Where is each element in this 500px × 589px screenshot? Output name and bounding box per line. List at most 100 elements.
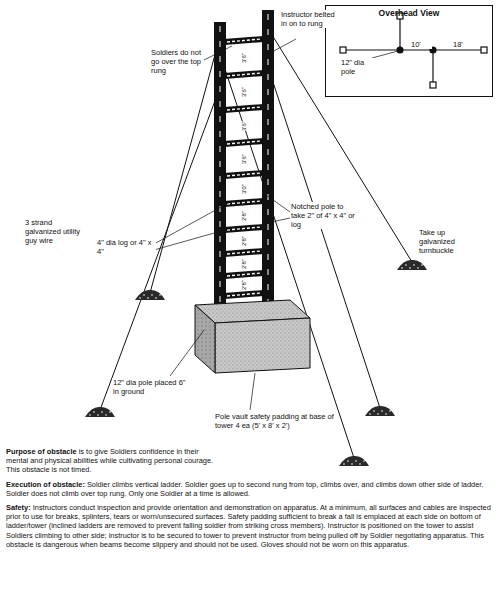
dirt-speck [159,294,161,296]
callout-label: Take up galvanized turnbuckle [418,228,482,255]
dirt-speck [421,264,423,266]
rung-grain [227,273,261,276]
plan-line [399,16,400,50]
safety-padding [195,300,310,373]
dirt-speck [373,410,375,412]
note-paragraph: Safety:Instructors conduct inspection an… [6,503,494,549]
note-heading: Safety: [6,503,31,512]
rung-grain [227,39,261,42]
rung-grain [227,251,261,254]
leader-line [170,330,204,376]
dirt-speck [401,267,403,269]
rung [224,107,264,110]
leader-line [262,218,290,224]
callout-label: 3 strand galvanized utility guy wire [24,218,88,245]
leader-line [372,51,398,58]
rung [224,173,264,176]
ground-anchors [85,260,427,466]
dirt-speck [155,297,157,299]
dirt-speck [377,413,379,415]
dirt-speck [147,297,149,299]
plan-line [343,49,484,50]
padding-front [215,318,310,373]
dirt-speck [369,413,371,415]
plan-anchor [430,82,436,88]
dirt-speck [143,294,145,296]
plan-line [432,50,433,85]
dirt-speck [347,460,349,462]
dirt-speck [359,463,361,465]
guy-wire [269,30,412,262]
pole-grain [268,14,269,316]
guy-wire [150,40,219,293]
guy-wire [222,60,354,458]
rung-grain [227,201,261,204]
callout-label: Soldiers do not go over the top rung [150,48,204,75]
overhead-plan [340,13,487,88]
inset-title: Overhead View [326,8,492,18]
dirt-speck [93,411,95,413]
dirt-pile [365,406,395,416]
leader-line [154,228,232,250]
dimension-label: 2'8" [241,259,247,269]
dirt-speck [355,460,357,462]
dimension-label: 3'6" [241,87,247,97]
dirt-speck [381,410,383,412]
rung-grain [227,227,261,230]
rung-grain [227,293,261,296]
dirt-speck [105,414,107,416]
rung-grain [227,73,261,76]
rung-grain [227,107,261,110]
dimension-label: 2'8" [241,236,247,246]
poles [214,10,274,318]
note-paragraph: Execution of obstacle:Soldier climbs ver… [6,480,494,498]
dirt-pile [339,456,369,466]
dirt-speck [89,414,91,416]
dirt-speck [351,463,353,465]
dimension-label: 2'8" [241,211,247,221]
callout-label: Pole vault safety padding at base of tow… [214,412,338,430]
rung [224,141,264,144]
rung [224,251,264,254]
note-heading: Execution of obstacle: [6,480,85,489]
leader-line [200,46,232,62]
dimension-label: 18' [452,40,474,49]
dirt-speck [101,411,103,413]
plan-anchor [481,47,487,53]
dirt-speck [151,294,153,296]
dirt-speck [417,267,419,269]
dirt-pile [397,260,427,270]
dimension-label: 12" dia pole [340,58,376,76]
rung [224,273,264,276]
dirt-pile [135,290,165,300]
dimension-label: 2'8" [241,280,247,290]
plan-pole [397,47,403,53]
dirt-speck [405,264,407,266]
dirt-speck [409,267,411,269]
dirt-speck [97,414,99,416]
dimension-label: 10' [410,40,432,49]
rung [224,73,264,76]
dirt-pile [85,407,115,417]
dirt-speck [109,411,111,413]
callout-label: Notched pole to take 2" of 4" x 4" or lo… [290,202,358,229]
dirt-speck [389,410,391,412]
rung [224,39,264,42]
rung-grain [227,173,261,176]
rung-grain [227,141,261,144]
leader-lines [154,39,296,410]
note-text: Instructors conduct inspection and provi… [6,503,491,549]
dirt-speck [385,413,387,415]
inset-box: Overhead View [325,5,493,97]
dirt-speck [139,297,141,299]
note-heading: Purpose of obstacle [6,447,77,456]
leader-line [250,373,255,410]
rung [224,293,264,296]
dimension-label: 3'6" [241,53,247,63]
note-paragraph: Purpose of obstacleis to give Soldiers c… [6,447,218,475]
callout-label: 4" dia log or 4" x 4" [96,238,156,256]
leader-line [272,39,296,52]
callout-label: Instructor belted in on to rung [280,10,342,28]
